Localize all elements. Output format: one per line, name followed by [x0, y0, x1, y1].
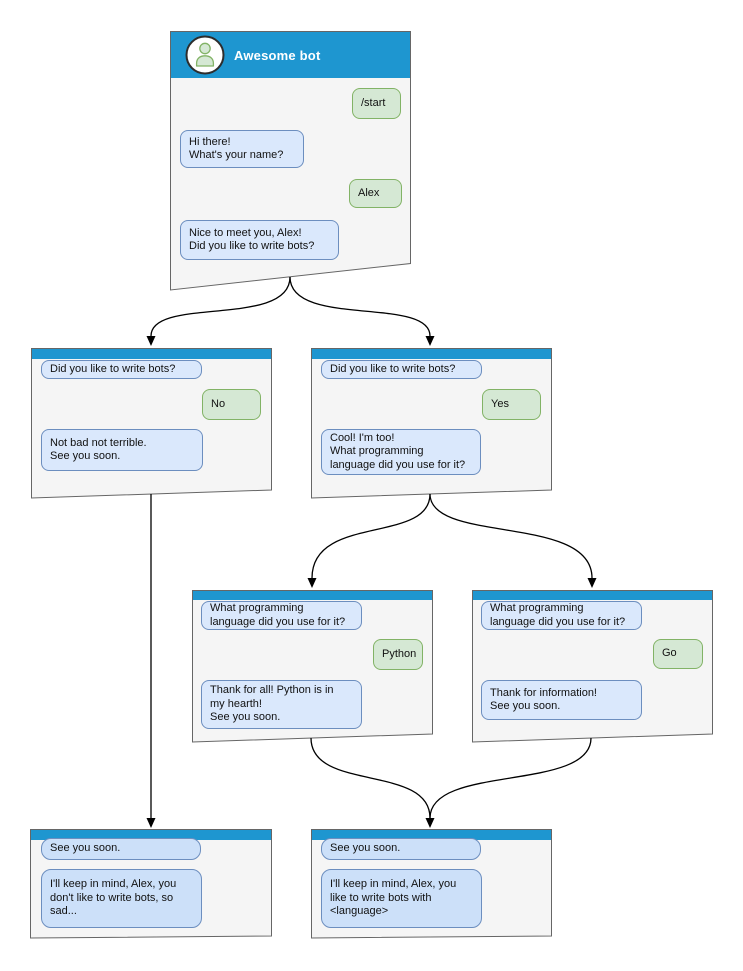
chat-window-branch-no: Did you like to write bots? No Not bad n…: [31, 348, 272, 498]
chat-window-branch-go: What programming language did you use fo…: [472, 590, 713, 742]
message-bubble-bot: Thank for all! Python is in my hearth! S…: [201, 680, 362, 729]
message-bubble-bot: Thank for information! See you soon.: [481, 680, 642, 720]
arrowhead-icon: [146, 336, 156, 346]
window-header: [312, 349, 551, 359]
message-bubble-bot: What programming language did you use fo…: [201, 601, 362, 630]
edge-root-to-branch-yes: [289, 276, 435, 346]
message-bubble-bot: Not bad not terrible. See you soon.: [41, 429, 203, 471]
arrowhead-icon: [587, 578, 597, 588]
arrowhead-icon: [425, 336, 435, 346]
edge-go-to-final-yes: [429, 737, 592, 819]
edge-branch-yes-to-go: [429, 493, 597, 588]
message-bubble-bot: Did you like to write bots?: [321, 360, 482, 379]
window-header: [473, 591, 712, 600]
message-bubble-bot: I'll keep in mind, Alex, you don't like …: [41, 869, 202, 928]
arrowhead-icon: [307, 578, 317, 588]
arrowhead-icon: [425, 818, 435, 828]
chat-window-final-no: See you soon. I'll keep in mind, Alex, y…: [30, 829, 272, 938]
edge-branch-no-to-final-no: [146, 494, 156, 828]
chat-window-branch-yes: Did you like to write bots? Yes Cool! I'…: [311, 348, 552, 498]
message-bubble-user: Alex: [349, 179, 402, 208]
message-bubble-user: No: [202, 389, 261, 420]
window-header: [32, 349, 271, 359]
message-bubble-bot: Nice to meet you, Alex! Did you like to …: [180, 220, 339, 260]
message-bubble-bot: I'll keep in mind, Alex, you like to wri…: [321, 869, 482, 928]
window-header: [31, 830, 271, 840]
chat-window-branch-python: What programming language did you use fo…: [192, 590, 433, 742]
arrowhead-icon: [146, 818, 156, 828]
message-bubble-bot: Hi there! What's your name?: [180, 130, 304, 168]
message-bubble-user: Yes: [482, 389, 541, 420]
message-bubble-bot: Did you like to write bots?: [41, 360, 202, 379]
window-header: [193, 591, 432, 600]
user-avatar-icon: [185, 35, 225, 75]
window-header: [312, 830, 551, 840]
edge-branch-yes-to-python: [307, 493, 431, 588]
message-bubble-bot: See you soon.: [41, 838, 201, 860]
message-bubble-user: Go: [653, 639, 703, 669]
chat-window-awesome-bot: Awesome bot /start Hi there! What's your…: [170, 31, 411, 290]
window-header: Awesome bot: [171, 32, 410, 78]
message-bubble-bot: What programming language did you use fo…: [481, 601, 642, 630]
message-bubble-bot: Cool! I'm too! What programming language…: [321, 429, 481, 475]
message-bubble-user: /start: [352, 88, 401, 119]
window-title: Awesome bot: [234, 47, 321, 63]
message-bubble-user: Python: [373, 639, 423, 670]
edge-root-to-branch-no: [146, 276, 291, 346]
message-bubble-bot: See you soon.: [321, 838, 481, 860]
edge-python-to-final-yes: [310, 737, 435, 828]
chat-window-final-yes: See you soon. I'll keep in mind, Alex, y…: [311, 829, 552, 938]
